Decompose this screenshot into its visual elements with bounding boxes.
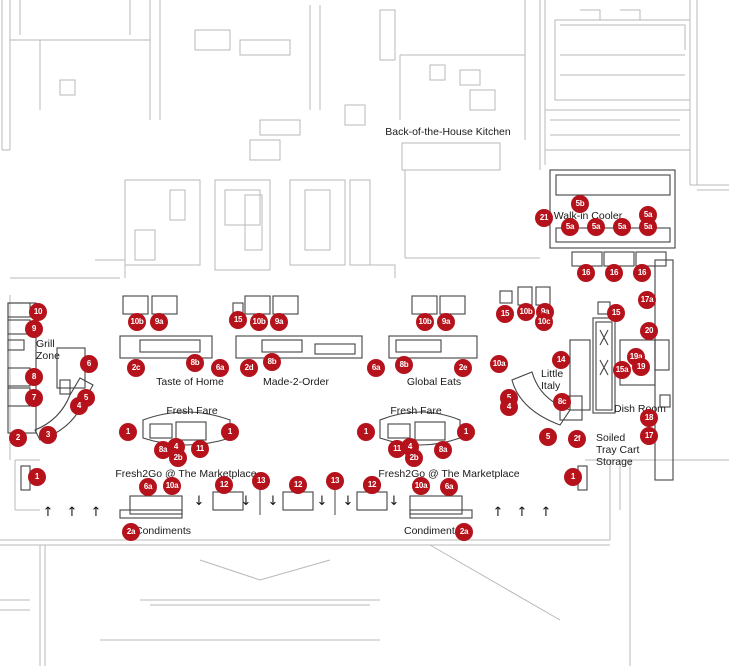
marker-12-duplicate[interactable]: 12: [363, 476, 381, 494]
marker-4[interactable]: 4: [500, 398, 518, 416]
marker-2c[interactable]: 2c: [127, 359, 145, 377]
marker-10c[interactable]: 10c: [535, 313, 553, 331]
marker-2e[interactable]: 2e: [454, 359, 472, 377]
marker-17a[interactable]: 17a: [638, 291, 656, 309]
marker-10a[interactable]: 10a: [490, 355, 508, 373]
arrow-down-icon: ↓: [316, 494, 328, 509]
marker-12[interactable]: 12: [215, 476, 233, 494]
arrow-up-icon: ↑: [42, 505, 54, 520]
marker-1[interactable]: 1: [564, 468, 582, 486]
marker-10a[interactable]: 10a: [163, 477, 181, 495]
marker-6a[interactable]: 6a: [139, 478, 157, 496]
marker-8[interactable]: 8: [25, 368, 43, 386]
marker-10a[interactable]: 10a: [412, 477, 430, 495]
label-fresh-fare-right: Fresh Fare: [390, 405, 442, 417]
label-global-eats: Global Eats: [406, 376, 462, 388]
marker-8c[interactable]: 8c: [553, 393, 571, 411]
label-condiments-left: Condiments: [134, 525, 192, 537]
marker-8b[interactable]: 8b: [395, 356, 413, 374]
arrow-up-icon: ↑: [516, 505, 528, 520]
marker-15[interactable]: 15: [496, 305, 514, 323]
marker-2d[interactable]: 2d: [240, 359, 258, 377]
marker-18[interactable]: 18: [640, 409, 658, 427]
marker-6a[interactable]: 6a: [440, 478, 458, 496]
marker-3[interactable]: 3: [39, 426, 57, 444]
marker-9a[interactable]: 9a: [437, 313, 455, 331]
marker-21[interactable]: 21: [535, 209, 553, 227]
marker-1[interactable]: 1: [119, 423, 137, 441]
label-soiled-tray-cart-storage: Soiled Tray Cart Storage: [596, 432, 640, 468]
marker-6a[interactable]: 6a: [367, 359, 385, 377]
marker-5[interactable]: 5: [539, 428, 557, 446]
marker-5b[interactable]: 5b: [571, 195, 589, 213]
marker-10b[interactable]: 10b: [517, 303, 535, 321]
marker-19[interactable]: 19: [632, 358, 650, 376]
label-fresh-fare-left: Fresh Fare: [166, 405, 218, 417]
arrow-down-icon: ↓: [267, 494, 279, 509]
arrow-up-icon: ↑: [90, 505, 102, 520]
marker-16[interactable]: 16: [577, 264, 595, 282]
marker-4[interactable]: 4: [70, 397, 88, 415]
label-grill-zone: Grill Zone: [36, 338, 60, 362]
marker-1[interactable]: 1: [221, 423, 239, 441]
marker-5a[interactable]: 5a: [561, 218, 579, 236]
arrow-down-icon: ↓: [240, 494, 252, 509]
label-back-of-house-kitchen: Back-of-the-House Kitchen: [385, 126, 511, 138]
marker-2f[interactable]: 2f: [568, 430, 586, 448]
marker-2a[interactable]: 2a: [455, 523, 473, 541]
marker-6a[interactable]: 6a: [211, 359, 229, 377]
marker-13[interactable]: 13: [326, 472, 344, 490]
marker-9a[interactable]: 9a: [150, 313, 168, 331]
marker-15[interactable]: 15: [607, 304, 625, 322]
label-fresh2go-left: Fresh2Go @ The Marketplace: [115, 468, 257, 480]
label-little-italy: Little Italy: [541, 368, 564, 392]
marker-9[interactable]: 9: [25, 320, 43, 338]
marker-15a[interactable]: 15a: [613, 361, 631, 379]
arrow-down-icon: ↓: [193, 494, 205, 509]
marker-5a[interactable]: 5a: [587, 218, 605, 236]
marker-12[interactable]: 12: [289, 476, 307, 494]
label-fresh2go-right: Fresh2Go @ The Marketplace: [378, 468, 520, 480]
marker-5a[interactable]: 5a: [613, 218, 631, 236]
marker-11[interactable]: 11: [191, 440, 209, 458]
marker-14[interactable]: 14: [552, 351, 570, 369]
label-condiments-right: Condiments: [403, 525, 461, 537]
arrow-up-icon: ↑: [492, 505, 504, 520]
marker-10b[interactable]: 10b: [128, 313, 146, 331]
marker-6[interactable]: 6: [80, 355, 98, 373]
marker-16[interactable]: 16: [633, 264, 651, 282]
marker-9a[interactable]: 9a: [270, 313, 288, 331]
arrow-down-icon: ↓: [388, 494, 400, 509]
marker-16[interactable]: 16: [605, 264, 623, 282]
marker-8b[interactable]: 8b: [186, 354, 204, 372]
marker-10[interactable]: 10: [29, 303, 47, 321]
marker-10b[interactable]: 10b: [416, 313, 434, 331]
marker-17[interactable]: 17: [640, 427, 658, 445]
marker-15[interactable]: 15: [229, 311, 247, 329]
label-made-2-order: Made-2-Order: [263, 376, 329, 388]
marker-8b[interactable]: 8b: [263, 353, 281, 371]
marker-5a[interactable]: 5a: [639, 218, 657, 236]
marker-7[interactable]: 7: [25, 389, 43, 407]
marker-2[interactable]: 2: [9, 429, 27, 447]
marker-1[interactable]: 1: [457, 423, 475, 441]
marker-8a[interactable]: 8a: [434, 441, 452, 459]
arrow-up-icon: ↑: [66, 505, 78, 520]
arrow-down-icon: ↓: [342, 494, 354, 509]
marker-2b[interactable]: 2b: [169, 449, 187, 467]
marker-2a[interactable]: 2a: [122, 523, 140, 541]
marker-20[interactable]: 20: [640, 322, 658, 340]
marker-1[interactable]: 1: [28, 468, 46, 486]
marker-13[interactable]: 13: [252, 472, 270, 490]
label-taste-of-home: Taste of Home: [156, 376, 224, 388]
marker-10b[interactable]: 10b: [250, 313, 268, 331]
arrow-up-icon: ↑: [540, 505, 552, 520]
marker-1[interactable]: 1: [357, 423, 375, 441]
marker-2b[interactable]: 2b: [405, 449, 423, 467]
